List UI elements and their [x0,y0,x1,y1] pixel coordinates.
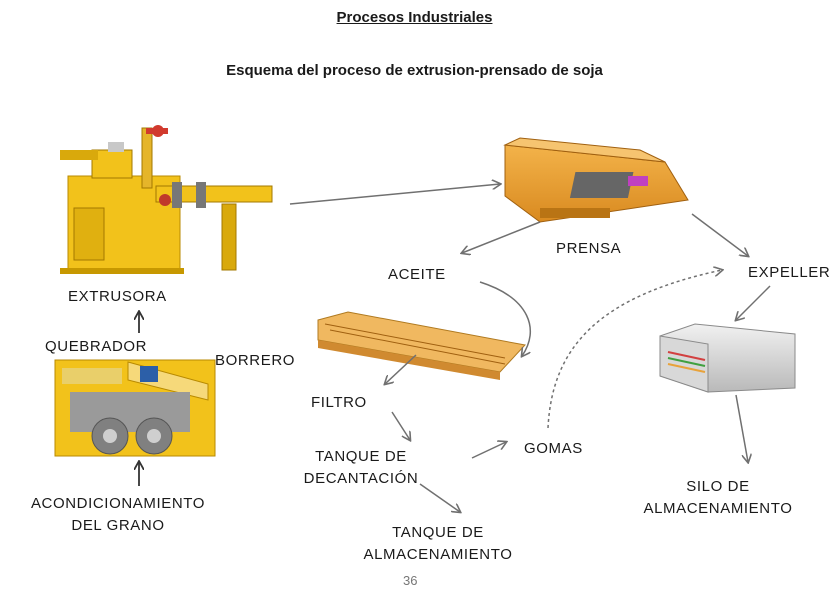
arrow-filtro-to-tanque [391,411,410,440]
label-extrusora: EXTRUSORA [68,288,167,305]
label-borrero: BORRERO [215,352,296,369]
label-quebrador: QUEBRADOR [45,338,148,355]
arrow-expeller-to-silo [736,285,771,320]
extruder-machine-image [60,125,273,274]
arrow-tray-to-filtro [385,354,417,384]
label-tanque-almacenamiento-line1: TANQUE DE [392,524,484,541]
arrow-prensa-to-aceite [462,221,541,253]
label-expeller: EXPELLER [748,264,829,281]
label-prensa: PRENSA [556,240,622,257]
page-number: 36 [403,573,418,588]
arrow-gomas-to-expeller [547,270,722,429]
label-silo-line1: SILO DE [686,478,750,495]
arrow-silo-to-almacenamiento [735,394,748,462]
filter-tray-image [317,311,526,380]
label-tanque-decantacion: TANQUE DE DECANTACIÓN [296,446,426,490]
press-machine-image [503,137,689,223]
arrow-aceite-to-filtro-tray [479,281,531,356]
breaker-machine-image [54,359,216,457]
diagram-subtitle: Esquema del proceso de extrusion-prensad… [226,62,603,79]
flow-arrows [289,184,771,512]
label-tanque-decantacion-line1: TANQUE DE [315,448,407,465]
label-tanque-decantacion-line2: DECANTACIÓN [303,470,419,487]
label-acondicionamiento-line2: DEL GRANO [71,517,165,534]
label-silo-line2: ALMACENAMIENTO [643,500,793,517]
label-aceite: ACEITE [388,266,446,283]
label-acondicionamiento-line1: ACONDICIONAMIENTO [30,495,206,512]
label-acondicionamiento: ACONDICIONAMIENTO DEL GRANO [10,493,226,537]
silo-image [659,323,796,393]
label-tanque-almacenamiento-line2: ALMACENAMIENTO [363,546,513,563]
label-gomas: GOMAS [524,440,583,457]
label-filtro: FILTRO [311,394,367,411]
arrow-tanque-to-gomas [471,442,506,459]
arrow-tanque-to-almacenamiento [419,483,460,512]
page-title: Procesos Industriales [336,9,493,26]
arrow-prensa-to-expeller [691,213,748,256]
label-silo: SILO DE ALMACENAMIENTO [630,476,806,520]
arrow-extrusora-to-prensa [289,184,500,205]
label-tanque-almacenamiento: TANQUE DE ALMACENAMIENTO [350,522,526,566]
